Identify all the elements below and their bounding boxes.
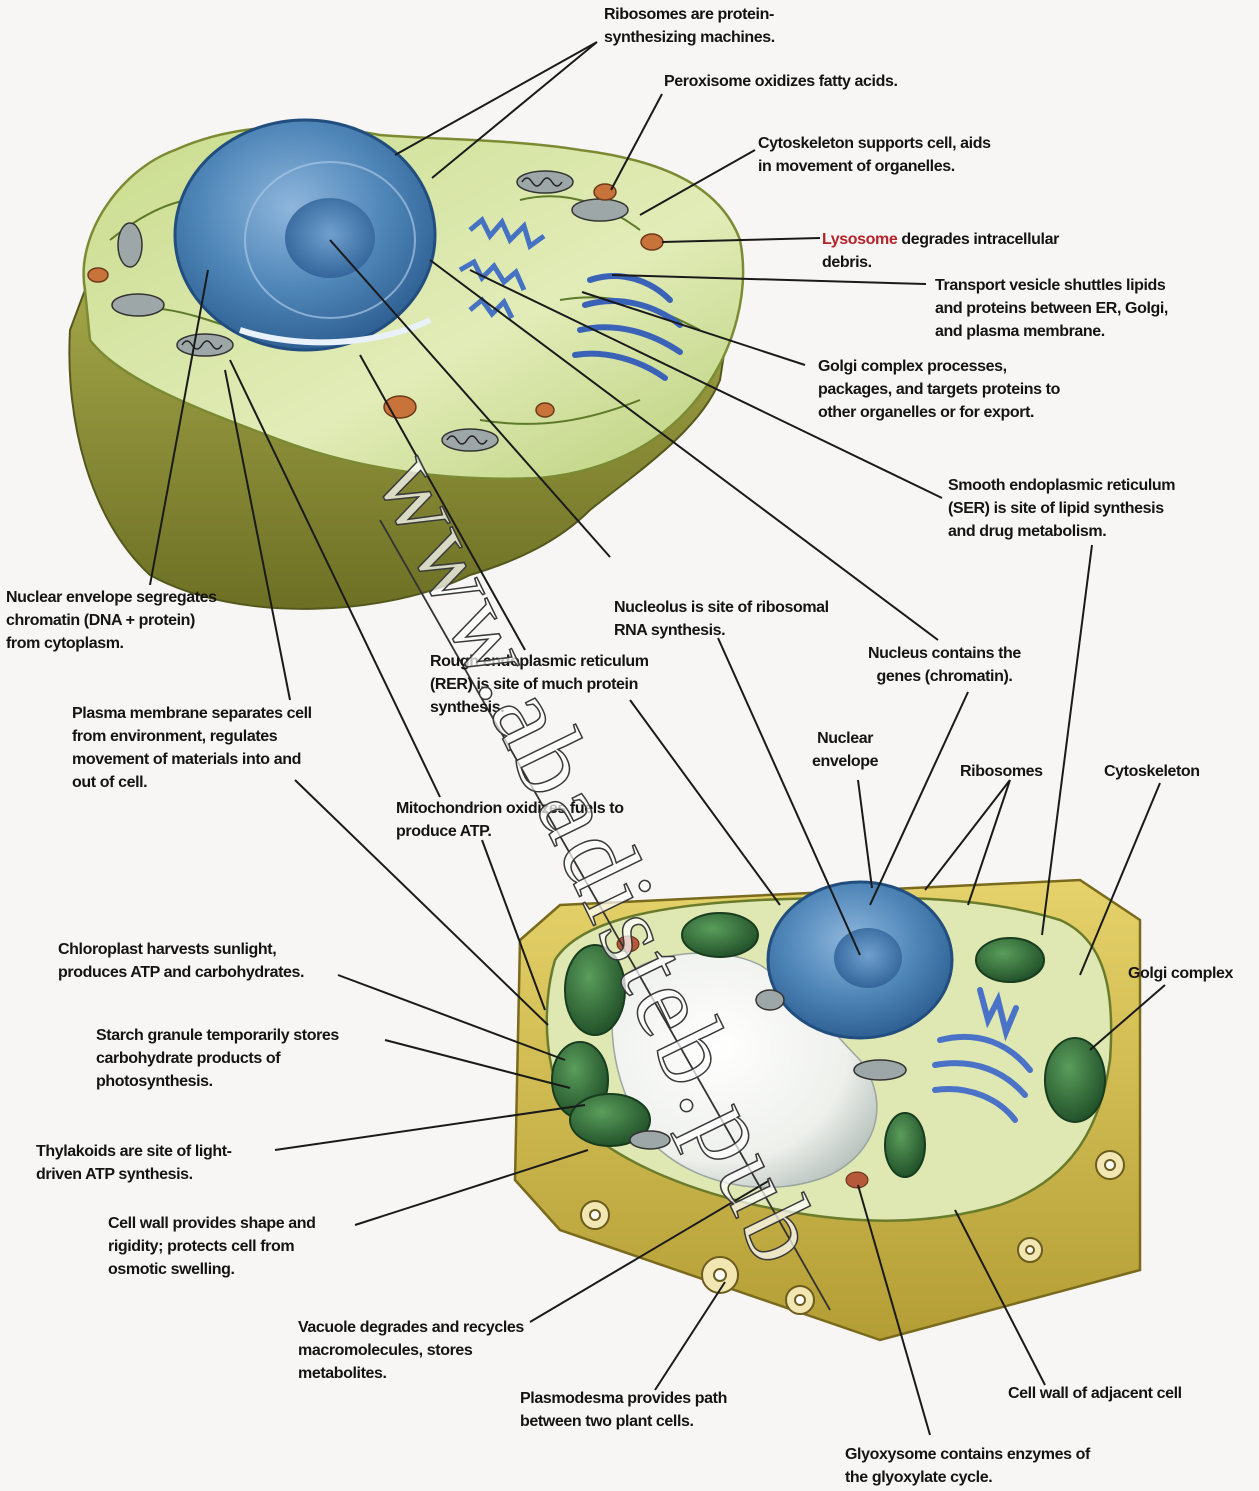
label-plasma-membrane: Plasma membrane separates cell from envi… xyxy=(72,702,312,794)
label-cell-wall-adjacent: Cell wall of adjacent cell xyxy=(1008,1382,1182,1405)
label-mitochondrion: Mitochondrion oxidizes fuels to produce … xyxy=(396,797,624,843)
label-cytoskeleton: Cytoskeleton supports cell, aids in move… xyxy=(758,132,991,178)
label-ribosomes: Ribosomes are protein- synthesizing mach… xyxy=(604,3,775,49)
plant-cell xyxy=(515,880,1140,1340)
label-thylakoids: Thylakoids are site of light- driven ATP… xyxy=(36,1140,232,1186)
label-cell-wall: Cell wall provides shape and rigidity; p… xyxy=(108,1212,316,1281)
label-glyoxysome: Glyoxysome contains enzymes of the glyox… xyxy=(845,1443,1090,1489)
label-rer: Rough endoplasmic reticulum (RER) is sit… xyxy=(430,650,649,719)
label-plant-ribosomes: Ribosomes xyxy=(960,760,1043,783)
label-nucleus: Nucleus contains the genes (chromatin). xyxy=(868,642,1021,688)
label-plant-golgi: Golgi complex xyxy=(1128,962,1233,985)
label-peroxisome: Peroxisome oxidizes fatty acids. xyxy=(664,70,898,93)
lysosome-rest: degrades intracellular xyxy=(897,231,1059,248)
label-transport-vesicle: Transport vesicle shuttles lipids and pr… xyxy=(935,274,1168,343)
label-plant-cytoskeleton: Cytoskeleton xyxy=(1104,760,1200,783)
lysosome-term: Lysosome xyxy=(822,231,897,248)
label-plant-nuclear-envelope: Nuclear envelope xyxy=(812,727,878,773)
animal-cell xyxy=(69,120,743,609)
label-starch-granule: Starch granule temporarily stores carboh… xyxy=(96,1024,339,1093)
label-lysosome: Lysosome degrades intracellular debris. xyxy=(822,228,1059,274)
label-nucleolus: Nucleolus is site of ribosomal RNA synth… xyxy=(614,596,829,642)
label-nuclear-envelope: Nuclear envelope segregates chromatin (D… xyxy=(6,586,217,655)
label-plasmodesma: Plasmodesma provides path between two pl… xyxy=(520,1387,727,1433)
label-ser: Smooth endoplasmic reticulum (SER) is si… xyxy=(948,474,1175,543)
label-vacuole: Vacuole degrades and recycles macromolec… xyxy=(298,1316,524,1385)
label-golgi: Golgi complex processes, packages, and t… xyxy=(818,355,1060,424)
label-chloroplast: Chloroplast harvests sunlight, produces … xyxy=(58,938,304,984)
